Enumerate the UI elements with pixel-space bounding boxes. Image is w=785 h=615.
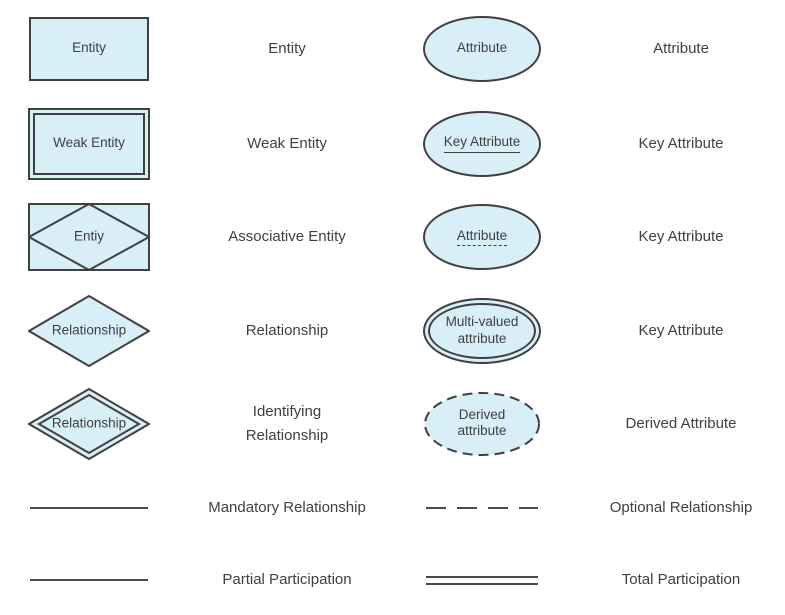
legend-row: Weak Entity Weak Entity Key Attribute Ke… xyxy=(0,97,785,190)
label-attribute: Attribute xyxy=(653,39,709,57)
legend-row: Partial Participation Total Participatio… xyxy=(0,545,785,615)
label-mandatory-relationship: Mandatory Relationship xyxy=(208,498,366,516)
total-participation-line xyxy=(426,575,538,585)
legend-row: Relationship Identifying Relationship De… xyxy=(0,377,785,470)
relationship-symbol: Relationship xyxy=(28,294,150,367)
label-optional-relationship: Optional Relationship xyxy=(609,498,753,516)
identifying-relationship-symbol: Relationship xyxy=(28,387,150,460)
label-entity: Entity xyxy=(268,39,306,57)
label-relationship: Relationship xyxy=(245,321,329,339)
legend-row: Mandatory Relationship Optional Relation… xyxy=(0,470,785,545)
multivalued-attribute-symbol: Multi-valued attribute xyxy=(423,297,541,364)
label-partial-participation: Partial Participation xyxy=(222,571,352,589)
label-key-attribute-3: Key Attribute xyxy=(638,321,724,339)
legend-row: Relationship Relationship Multi-valued a… xyxy=(0,284,785,377)
legend-row: Entity Entity Attribute Attribute xyxy=(0,0,785,97)
derived-attribute-symbol: Derived attribute xyxy=(423,391,541,457)
label-weak-entity: Weak Entity xyxy=(247,134,327,152)
label-associative-entity: Associative Entity xyxy=(228,228,346,246)
partial-key-attribute-symbol-text: Attribute xyxy=(456,228,508,247)
key-attribute-symbol: Key Attribute xyxy=(423,110,541,177)
optional-relationship-line xyxy=(426,506,538,509)
identifying-relationship-symbol-text: Relationship xyxy=(51,415,127,431)
attribute-symbol-text: Attribute xyxy=(456,40,508,56)
attribute-symbol: Attribute xyxy=(423,15,541,82)
entity-symbol: Entity xyxy=(29,16,149,81)
entity-symbol-text: Entity xyxy=(72,40,106,56)
legend-row: Entiy Associative Entity Attribute Key A… xyxy=(0,190,785,284)
weak-entity-symbol-text: Weak Entity xyxy=(53,135,125,151)
derived-attribute-symbol-text: Derived attribute xyxy=(457,406,507,439)
partial-participation-line xyxy=(30,579,148,581)
label-key-attribute: Key Attribute xyxy=(638,134,724,152)
partial-key-attribute-symbol: Attribute xyxy=(423,204,541,270)
associative-entity-symbol-text: Entiy xyxy=(73,228,104,244)
label-identifying-relationship: Identifying Relationship xyxy=(245,403,329,444)
weak-entity-symbol: Weak Entity xyxy=(28,107,150,180)
label-total-participation: Total Participation xyxy=(621,571,741,589)
associative-entity-symbol: Entiy xyxy=(28,203,150,271)
label-derived-attribute: Derived Attribute xyxy=(625,414,737,432)
mandatory-relationship-line xyxy=(30,506,148,509)
relationship-symbol-text: Relationship xyxy=(51,322,127,338)
key-attribute-symbol-text: Key Attribute xyxy=(443,134,521,153)
multivalued-attribute-inner-border xyxy=(428,302,536,359)
weak-entity-inner-border xyxy=(33,112,145,175)
multivalued-attribute-symbol-text: Multi-valued attribute xyxy=(445,313,519,346)
label-key-attribute-2: Key Attribute xyxy=(638,228,724,246)
